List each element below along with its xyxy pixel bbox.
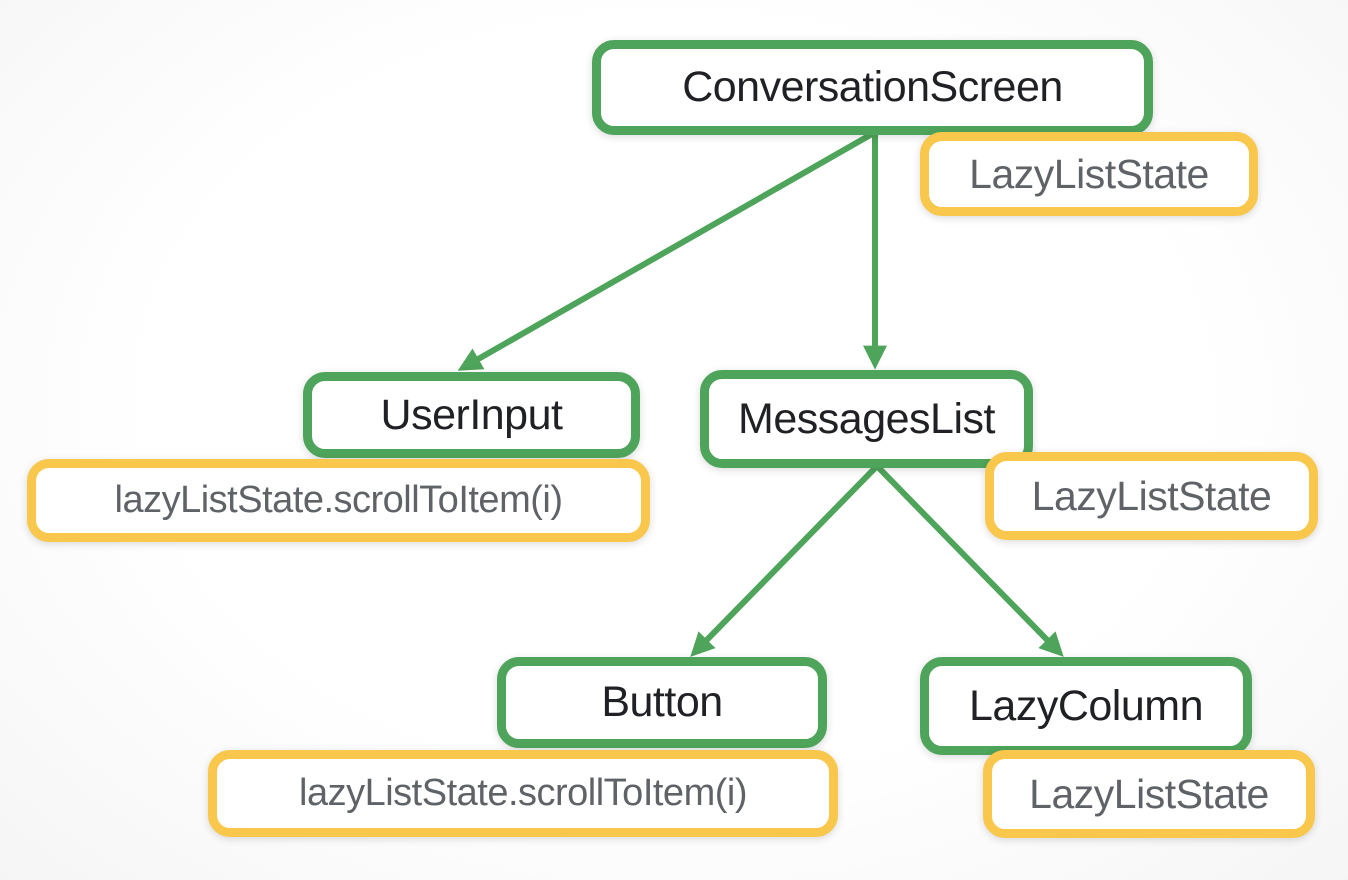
node-messages-list-state: LazyListState <box>985 452 1318 540</box>
node-button-call-label: lazyListState.scrollToItem(i) <box>299 772 747 814</box>
node-lazy-column: LazyColumn <box>920 657 1252 755</box>
node-messages-list-label: MessagesList <box>738 394 995 443</box>
node-conversation-screen-label: ConversationScreen <box>682 63 1063 111</box>
node-conversation-screen-state: LazyListState <box>920 132 1258 216</box>
node-button: Button <box>497 657 827 748</box>
node-user-input-label: UserInput <box>380 390 563 439</box>
node-lazy-column-label: LazyColumn <box>969 681 1204 730</box>
node-messages-list-state-label: LazyListState <box>1031 472 1272 519</box>
node-conversation-screen: ConversationScreen <box>592 40 1153 135</box>
node-conversation-screen-state-label: LazyListState <box>969 150 1209 197</box>
edge-messageslist-button-arrow <box>690 463 880 657</box>
node-lazy-column-state: LazyListState <box>983 750 1315 838</box>
node-button-label: Button <box>601 678 723 726</box>
node-messages-list: MessagesList <box>700 370 1033 468</box>
node-user-input-call-label: lazyListState.scrollToItem(i) <box>114 479 563 521</box>
node-button-call: lazyListState.scrollToItem(i) <box>208 750 838 837</box>
edge-messageslist-lazycolumn-arrow <box>874 463 1064 657</box>
node-user-input-call: lazyListState.scrollToItem(i) <box>27 459 650 542</box>
node-user-input: UserInput <box>303 372 640 458</box>
node-lazy-column-state-label: LazyListState <box>1029 770 1269 817</box>
edge-conversationscreen-userinput-arrow <box>457 131 874 371</box>
